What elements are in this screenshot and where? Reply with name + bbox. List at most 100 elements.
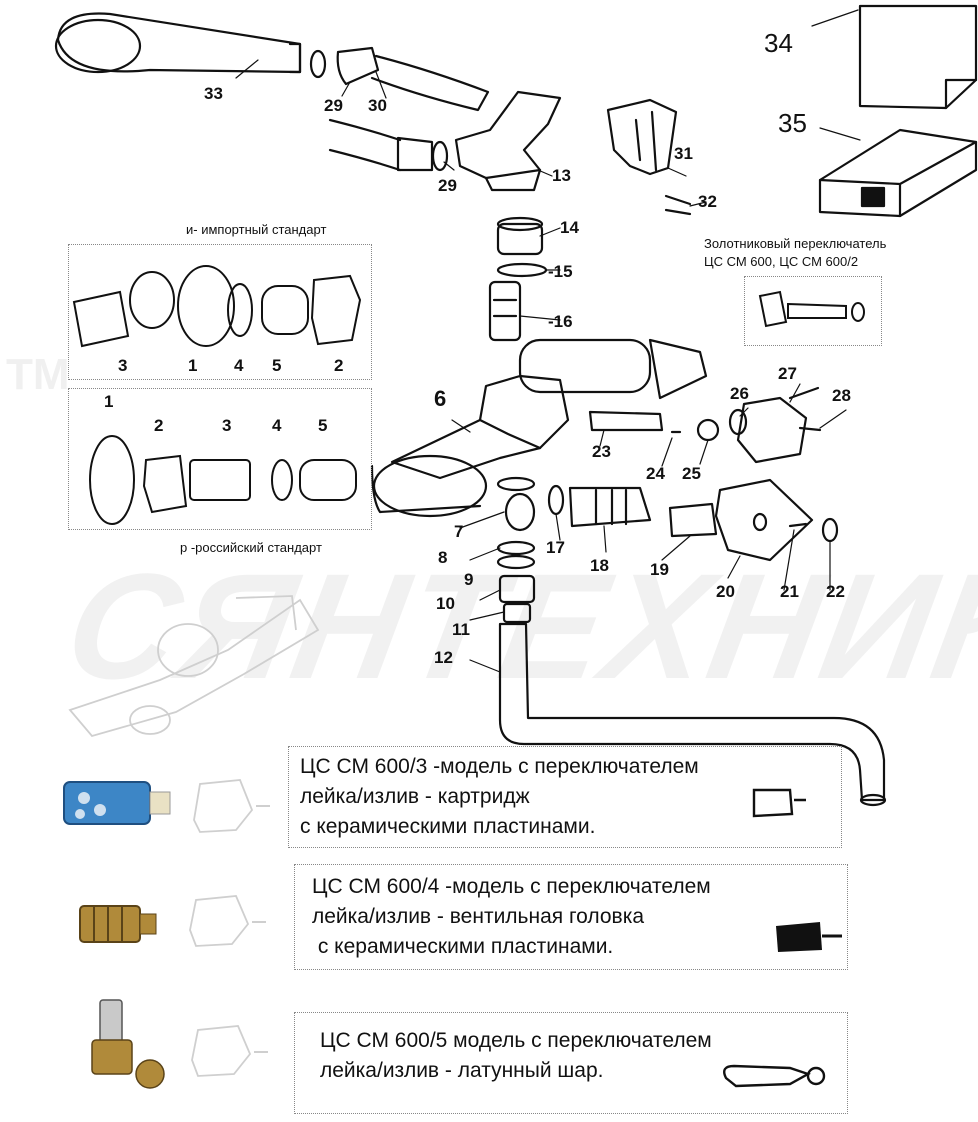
caption-switch-models: ЦС СМ 600, ЦС СМ 600/2 bbox=[704, 254, 859, 269]
spool-switch-box bbox=[744, 276, 882, 346]
part-19 bbox=[668, 502, 718, 538]
import-standard-parts bbox=[72, 265, 362, 348]
main-body-6 bbox=[390, 374, 570, 480]
screw-21 bbox=[788, 522, 808, 528]
nut-8 bbox=[504, 492, 536, 532]
label-14: 14 bbox=[560, 218, 579, 237]
valve-head-18 bbox=[568, 486, 652, 528]
model-5-line-2: лейка/излив - латунный шар. bbox=[320, 1059, 604, 1082]
shower-head bbox=[56, 12, 302, 74]
washer-29-top bbox=[309, 49, 327, 79]
spool-switch bbox=[758, 290, 865, 328]
label-29-bottom: 29 bbox=[438, 176, 457, 195]
model-4-description: ЦС СМ 600/4 -модель с переключателем лей… bbox=[312, 872, 711, 962]
label-34: 34 bbox=[764, 28, 793, 58]
nut-10 bbox=[498, 574, 536, 604]
label-18: 18 bbox=[590, 556, 609, 575]
label-4-russian: 4 bbox=[272, 416, 282, 435]
screws-32 bbox=[664, 194, 692, 216]
model-5-line-1: ЦС СМ 600/5 модель с переключателем bbox=[320, 1029, 712, 1052]
cap-22 bbox=[821, 517, 839, 543]
label-4-import: 4 bbox=[234, 356, 244, 375]
diverter-body-13 bbox=[454, 90, 562, 180]
hose-nut-30 bbox=[336, 46, 380, 86]
label-19: 19 bbox=[650, 560, 669, 579]
handle-27 bbox=[736, 396, 808, 464]
russian-standard-box bbox=[68, 388, 372, 530]
russian-standard-parts bbox=[89, 435, 357, 525]
label-30: 30 bbox=[368, 96, 387, 115]
nut-25 bbox=[696, 418, 720, 442]
import-standard-box bbox=[68, 244, 372, 380]
label-2-import: 2 bbox=[334, 356, 344, 375]
model-3-line-3: с керамическими пластинами. bbox=[300, 815, 596, 838]
spout-12 bbox=[498, 622, 886, 802]
model-3-cartridge bbox=[63, 779, 806, 833]
label-21: 21 bbox=[780, 582, 799, 601]
label-3-import: 3 bbox=[118, 356, 128, 375]
label-11: 11 bbox=[452, 620, 470, 639]
caption-import-standard: и- импортный стандарт bbox=[186, 222, 327, 237]
part-16 bbox=[488, 280, 522, 342]
label-9: 9 bbox=[464, 570, 474, 589]
watermark-tm: TM bbox=[6, 350, 70, 399]
part-14 bbox=[496, 222, 544, 256]
label-23: 23 bbox=[592, 442, 611, 461]
model-5-brass-ball bbox=[91, 999, 826, 1089]
label-33: 33 bbox=[204, 84, 223, 103]
caption-switch-title: Золотниковый переключатель bbox=[704, 236, 887, 251]
label-20: 20 bbox=[716, 582, 735, 601]
hose bbox=[370, 54, 490, 112]
washer-17 bbox=[547, 484, 565, 516]
washer-29-bottom bbox=[431, 140, 449, 172]
model-3-line-1: ЦС СМ 600/3 -модель с переключателем bbox=[300, 755, 699, 778]
holder-31 bbox=[606, 98, 678, 176]
label-2-russian: 2 bbox=[154, 416, 164, 435]
ghost-body bbox=[68, 595, 320, 738]
label-32: 32 bbox=[698, 192, 717, 211]
model-5-box bbox=[294, 1012, 848, 1114]
caption-russian-standard: р -российский стандарт bbox=[180, 540, 322, 555]
label-5-import: 5 bbox=[272, 356, 282, 375]
model-5-description: ЦС СМ 600/5 модель с переключателем лейк… bbox=[320, 1026, 712, 1086]
label-13: 13 bbox=[552, 166, 571, 185]
label-3-russian: 3 bbox=[222, 416, 232, 435]
oring-7 bbox=[496, 476, 536, 492]
label-1-import: 1 bbox=[188, 356, 198, 375]
label-12: 12 bbox=[434, 648, 453, 667]
label-35: 35 bbox=[778, 108, 807, 138]
label-22: 22 bbox=[826, 582, 845, 601]
label-16: -16 bbox=[548, 312, 573, 331]
ring-11 bbox=[502, 602, 532, 624]
model-4-line-1: ЦС СМ 600/4 -модель с переключателем bbox=[312, 875, 711, 898]
label-24: 24 bbox=[646, 464, 665, 483]
part-23 bbox=[588, 410, 664, 432]
model-4-box bbox=[294, 864, 848, 970]
label-31: 31 bbox=[674, 144, 693, 163]
model-3-box bbox=[288, 746, 842, 848]
document-34 bbox=[858, 4, 978, 110]
label-17: 17 bbox=[546, 538, 565, 557]
label-6: 6 bbox=[434, 386, 447, 411]
model-3-line-2: лейка/излив - картридж bbox=[300, 785, 530, 808]
oring-15 bbox=[496, 262, 548, 278]
box-35 bbox=[818, 128, 978, 218]
label-1-russian: 1 bbox=[104, 392, 114, 411]
model-4-line-2: лейка/излив - вентильная головка bbox=[312, 905, 645, 928]
handle-20 bbox=[714, 478, 814, 562]
label-25: 25 bbox=[682, 464, 701, 483]
model-4-line-3: с керамическими пластинами. bbox=[312, 935, 614, 958]
label-5-russian: 5 bbox=[318, 416, 328, 435]
label-7: 7 bbox=[454, 522, 464, 541]
label-29-top: 29 bbox=[324, 96, 343, 115]
screw-28 bbox=[798, 426, 822, 432]
oring-9 bbox=[496, 540, 536, 556]
model-3-description: ЦС СМ 600/3 -модель с переключателем лей… bbox=[300, 752, 699, 842]
label-28: 28 bbox=[832, 386, 851, 405]
washer-26 bbox=[728, 408, 748, 436]
label-10: 10 bbox=[436, 594, 455, 613]
sleeve-6 bbox=[372, 454, 488, 518]
label-15: -15 bbox=[548, 262, 573, 281]
label-27: 27 bbox=[778, 364, 797, 383]
